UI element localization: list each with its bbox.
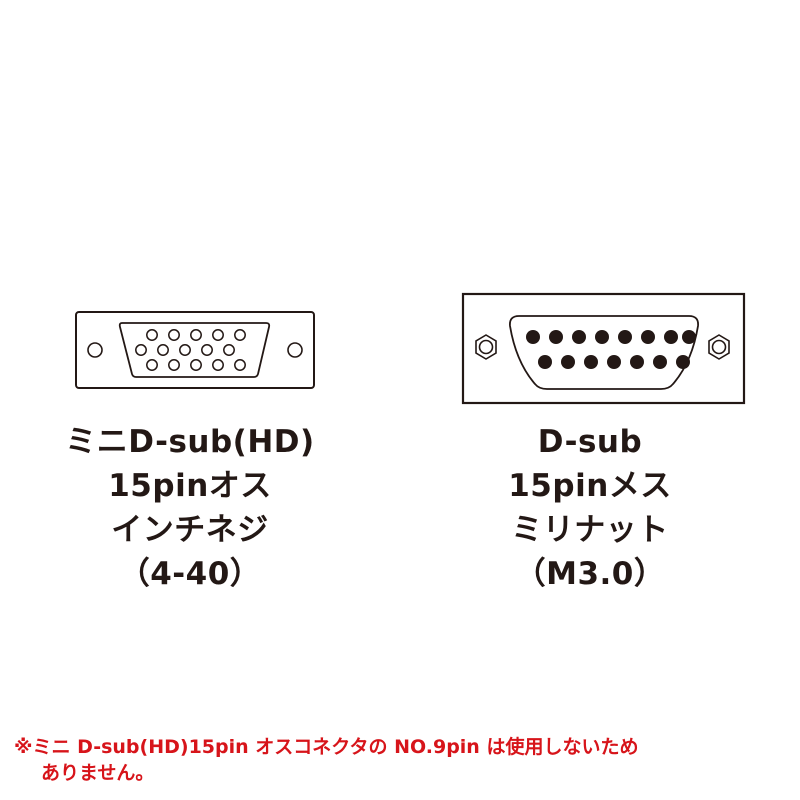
hex-nut-right — [708, 334, 730, 360]
screw-hole-right — [287, 342, 303, 358]
footnote-line-2: ありません。 — [41, 762, 155, 784]
left-label-line-1: ミニD-sub(HD) — [65, 424, 315, 460]
right-label-line-2: 15pinメス — [508, 468, 672, 504]
hex-nut-left — [475, 334, 497, 360]
footnote: ※ミニ D-sub(HD)15pin オスコネクタの NO.9pin は使用しな… — [14, 734, 638, 786]
left-connector-label: ミニD-sub(HD) 15pinオス インチネジ （4-40） — [40, 420, 340, 596]
dsub15-female-connector-diagram — [461, 292, 746, 405]
screw-hole-left — [87, 342, 103, 358]
left-label-line-3: インチネジ — [111, 512, 269, 548]
left-label-line-2: 15pinオス — [108, 468, 272, 504]
mini-dsub-hd15-male-connector-diagram — [75, 311, 315, 389]
right-label-line-1: D-sub — [537, 424, 643, 460]
right-label-line-3: ミリナット — [511, 512, 669, 548]
footnote-line-1: ※ミニ D-sub(HD)15pin オスコネクタの NO.9pin は使用しな… — [14, 736, 639, 758]
left-label-line-4: （4-40） — [118, 556, 262, 592]
right-label-line-4: （M3.0） — [514, 556, 666, 592]
right-connector-label: D-sub 15pinメス ミリナット （M3.0） — [455, 420, 725, 596]
